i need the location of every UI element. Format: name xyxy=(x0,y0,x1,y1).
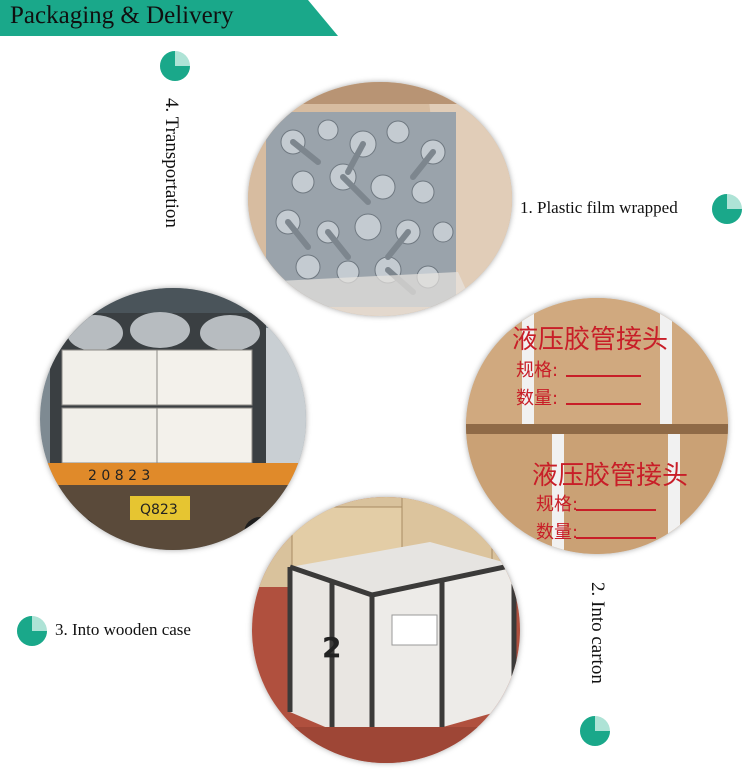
page-title: Packaging & Delivery xyxy=(10,2,234,29)
photo-transportation: 2 0 8 2 3 Q823 xyxy=(40,288,306,550)
pie-chart-icon xyxy=(712,194,742,224)
header-banner xyxy=(0,0,338,36)
step-label-plastic-film: 1. Plastic film wrapped xyxy=(520,198,678,217)
carton-label-title-top: 液压胶管接头 xyxy=(512,325,668,355)
carton-label-qty-top: 数量: xyxy=(516,388,558,409)
carton-label-title-bottom: 液压胶管接头 xyxy=(532,461,688,491)
photo-plastic-film-wrapped xyxy=(248,82,512,316)
pie-chart-icon xyxy=(580,716,610,746)
truck-plate: Q823 xyxy=(140,502,178,518)
carton-label-qty-bottom: 数量: xyxy=(536,522,578,543)
pie-chart-icon xyxy=(160,51,190,81)
step-label-transportation: 4. Transportation xyxy=(161,98,182,228)
carton-label-spec-top: 规格: xyxy=(516,360,558,381)
photo-into-carton: 液压胶管接头 规格: 数量: 液压胶管接头 规格: 数量: xyxy=(466,298,728,554)
pie-chart-icon xyxy=(17,616,47,646)
crate-number: 2 xyxy=(322,631,341,664)
photo-into-wooden-case: 2 xyxy=(252,497,520,763)
truck-stripe-text: 2 0 8 2 3 xyxy=(88,468,150,484)
carton-label-spec-bottom: 规格: xyxy=(536,494,578,515)
step-label-into-carton: 2. Into carton xyxy=(587,582,608,684)
step-label-wooden-case: 3. Into wooden case xyxy=(55,620,191,639)
